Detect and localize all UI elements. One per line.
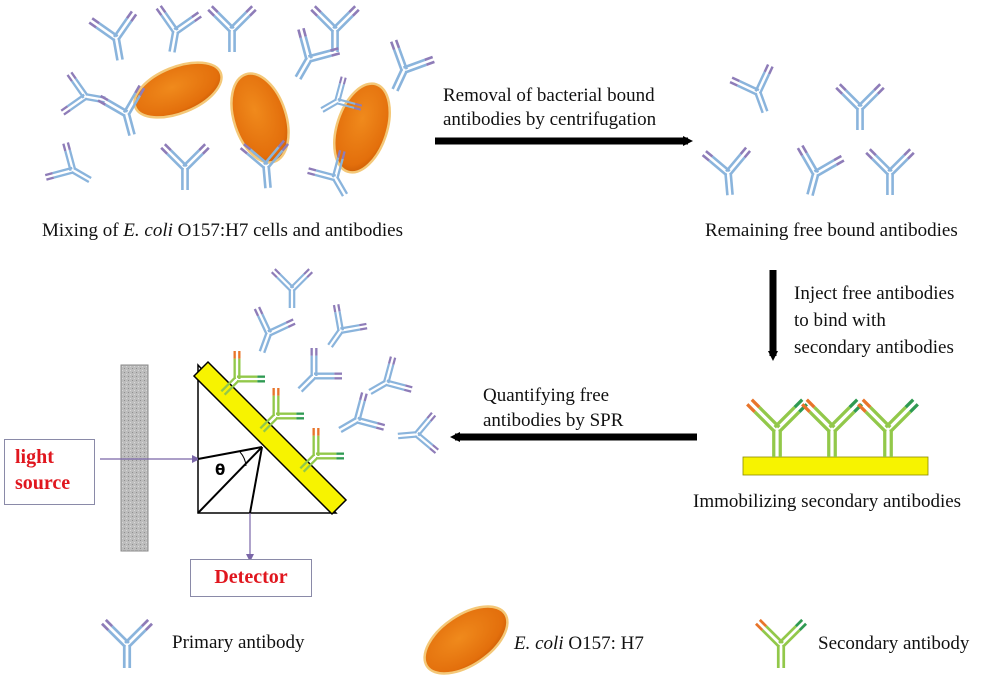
primary-antibody: [155, 5, 202, 53]
primary-antibody: [389, 39, 435, 92]
primary-antibody: [338, 392, 386, 434]
mixing-label: Mixing of E. coli O157:H7 cells and anti…: [42, 220, 403, 241]
ecoli-cell: [133, 61, 223, 119]
legend-primary-antibody-icon: [101, 618, 153, 668]
primary-antibody: [88, 10, 138, 61]
primary-antibody: [865, 148, 915, 195]
primary-antibody: [368, 356, 413, 395]
sensor-chip: [742, 456, 929, 476]
primary-antibody: [310, 5, 360, 52]
legend-secondary-antibody-icon: [755, 618, 807, 668]
legend-primary-label: Primary antibody: [172, 632, 305, 653]
primary-antibody: [270, 268, 314, 308]
immobilized-secondary-antibodies: [746, 398, 919, 457]
primary-antibody: [796, 144, 845, 197]
primary-antibody: [44, 142, 92, 184]
secondary-antibody: [755, 618, 807, 668]
primary-antibody: [253, 306, 296, 354]
primary-antibody: [729, 64, 774, 114]
theta-symbol: θ: [215, 461, 225, 479]
sensor-strip: [192, 360, 348, 516]
legend-ecoli-icon: [423, 605, 509, 675]
legend-secondary-label: Secondary antibody: [818, 633, 970, 654]
primary-antibody: [294, 27, 341, 80]
primary-antibody: [239, 139, 290, 189]
secondary-antibody: [299, 427, 345, 473]
legend-ecoli-label: E. coli O157: H7: [514, 633, 644, 654]
legend: [101, 605, 807, 675]
immobilizing-label: Immobilizing secondary antibodies: [693, 491, 962, 512]
primary-antibody: [101, 618, 153, 668]
secondary-antibody: [220, 350, 266, 396]
primary-antibody: [207, 5, 257, 52]
primary-antibody: [835, 83, 885, 130]
primary-antibody: [97, 84, 146, 137]
remaining-label: Remaining free bound antibodies: [705, 220, 958, 241]
secondary-antibody: [857, 398, 919, 457]
secondary-antibody: [746, 398, 808, 457]
grating: [120, 364, 149, 552]
spr-bound-antibodies: [220, 268, 440, 473]
mixing-antibodies: [44, 5, 435, 197]
primary-antibody: [160, 143, 210, 190]
detector-box: Detector: [190, 559, 312, 597]
primary-antibody: [320, 76, 363, 113]
free-antibodies: [701, 64, 915, 197]
primary-antibody: [327, 304, 368, 348]
spr-setup: θ: [100, 360, 348, 562]
primary-antibody: [701, 146, 752, 196]
ecoli-cell: [230, 72, 290, 164]
primary-antibody: [397, 411, 440, 454]
secondary-antibody: [259, 387, 305, 433]
primary-antibody: [307, 149, 349, 197]
secondary-antibody: [801, 398, 863, 457]
primary-antibody: [297, 347, 343, 393]
